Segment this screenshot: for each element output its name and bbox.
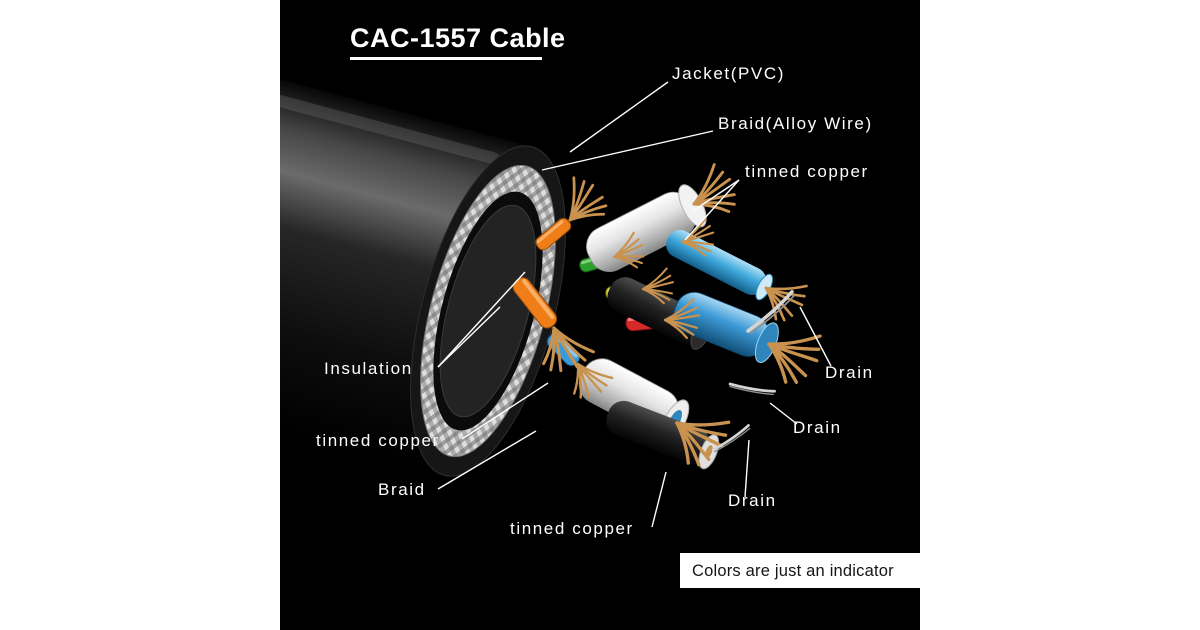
page-title: CAC-1557 Cable	[350, 23, 566, 53]
wire-blue-pair	[673, 291, 779, 363]
wire-orange-left-highlight	[522, 278, 555, 320]
label-jacket: Jacket(PVC)	[672, 64, 785, 83]
callout-line-drain-middle	[769, 402, 798, 425]
insulation-wrap	[439, 204, 537, 418]
wire-lightblue-body	[666, 230, 767, 296]
callout-labels: Jacket(PVC) Braid(Alloy Wire) tinned cop…	[316, 64, 874, 538]
callout-line-tinned-top-2	[684, 179, 740, 241]
callout-line-braid	[437, 430, 537, 490]
diagram-panel: CAC-1557 Cable Jacket(PVC) Braid(Alloy W…	[280, 0, 920, 630]
label-tinned-copper-bottom: tinned copper	[510, 519, 634, 538]
callout-line-drain-bottom	[744, 439, 750, 498]
wire-orange-small	[535, 217, 572, 251]
callout-line-insulation-2	[437, 306, 501, 368]
callout-line-tinned-left	[461, 382, 549, 440]
callout-lines	[437, 81, 832, 528]
cable-illustration	[280, 0, 829, 477]
label-tinned-copper-left: tinned copper	[316, 431, 440, 450]
note-box-text: Colors are just an indicator	[692, 562, 894, 580]
label-drain-middle: Drain	[793, 418, 842, 437]
title-underline	[350, 57, 542, 60]
drain-wire-middle	[727, 372, 776, 406]
callout-line-braid-alloy	[541, 130, 714, 171]
label-tinned-copper-top: tinned copper	[745, 162, 869, 181]
wire-orange-left	[512, 277, 558, 329]
wire-white-pair-top	[586, 184, 707, 272]
wire-lightblue	[666, 230, 774, 301]
wire-orange-small-highlight	[536, 220, 564, 244]
jacket-highlight	[280, 0, 500, 165]
label-drain-right: Drain	[825, 363, 874, 382]
callout-line-tinned-bottom	[651, 471, 667, 528]
note-box-background	[680, 553, 920, 588]
label-braid: Braid	[378, 480, 426, 499]
note-box: Colors are just an indicator	[680, 553, 920, 588]
label-drain-bottom: Drain	[728, 491, 777, 510]
cable-jacket	[280, 0, 532, 476]
label-insulation: Insulation	[324, 359, 413, 378]
callout-line-drain-right	[799, 306, 832, 367]
label-braid-alloy: Braid(Alloy Wire)	[718, 114, 873, 133]
callout-line-jacket	[569, 81, 669, 153]
cable-diagram: CAC-1557 Cable Jacket(PVC) Braid(Alloy W…	[280, 0, 920, 588]
callout-line-tinned-top-1	[692, 179, 740, 212]
wire-orange-small-body	[535, 217, 572, 251]
callout-line-insulation-1	[437, 271, 526, 368]
